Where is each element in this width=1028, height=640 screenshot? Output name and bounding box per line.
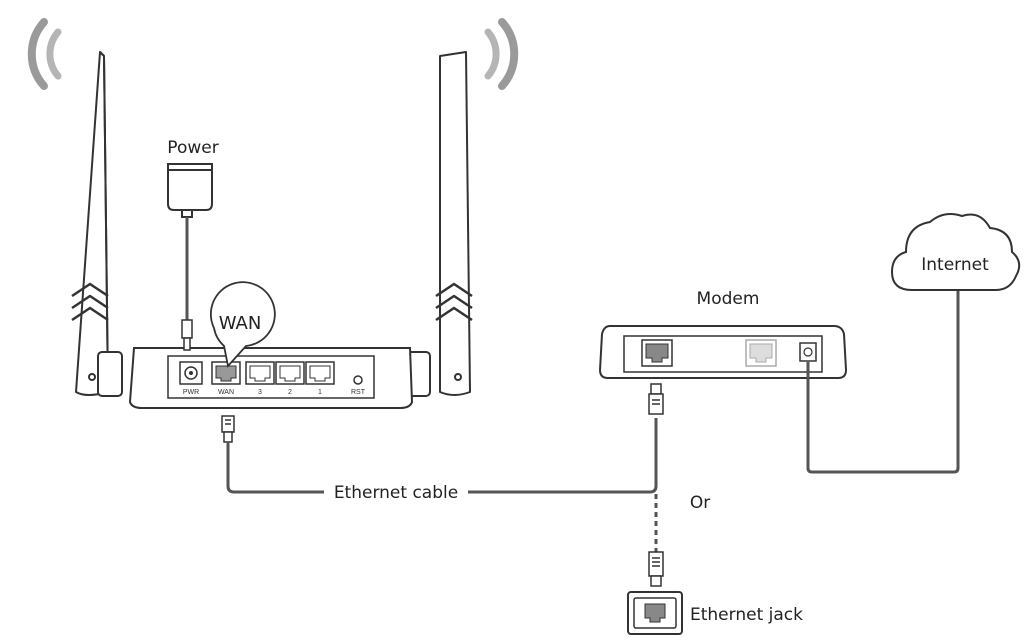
wifi-signal-right-icon (484, 18, 519, 90)
power-adapter-icon (167, 163, 213, 218)
router-port-lan2: 2 (275, 361, 305, 396)
modem-line-port (799, 342, 817, 362)
port-label-pwr: PWR (183, 389, 199, 396)
ethernet-jack-plug-icon (648, 551, 664, 587)
modem-ethernet-plug-icon (648, 383, 664, 415)
router-port-wan: WAN (211, 361, 241, 396)
port-label-1: 1 (318, 389, 322, 396)
ethernet-cable-left (226, 442, 324, 494)
wifi-signal-left-icon (27, 18, 62, 90)
router-port-lan3: 3 (245, 361, 275, 396)
modem-secondary-port (745, 339, 777, 367)
label-ethernet-cable: Ethernet cable (334, 483, 458, 503)
modem-ethernet-port (641, 339, 673, 367)
router-reset-button: RST (351, 375, 366, 396)
port-label-rst: RST (351, 389, 366, 396)
router-port-lan1: 1 (305, 361, 335, 396)
router-port-pwr: PWR (179, 361, 203, 396)
port-label-wan: WAN (218, 389, 234, 396)
modem (598, 325, 848, 379)
port-label-2: 2 (288, 389, 292, 396)
power-plug-icon (181, 319, 193, 351)
label-wan-callout: WAN (219, 313, 262, 334)
label-modem: Modem (697, 289, 760, 309)
label-power: Power (167, 138, 218, 158)
label-or: Or (690, 493, 710, 513)
label-ethernet-jack: Ethernet jack (690, 605, 803, 625)
antenna-right (405, 51, 473, 397)
wan-callout: WAN (209, 281, 276, 368)
internet-cloud-icon (890, 213, 1021, 291)
antenna-left (71, 51, 123, 397)
label-internet: Internet (921, 255, 989, 275)
router-ethernet-plug-icon (221, 415, 235, 443)
internet-line (806, 290, 960, 474)
port-label-3: 3 (258, 389, 262, 396)
ethernet-cable-right (468, 418, 658, 494)
ethernet-jack-icon (627, 591, 683, 635)
